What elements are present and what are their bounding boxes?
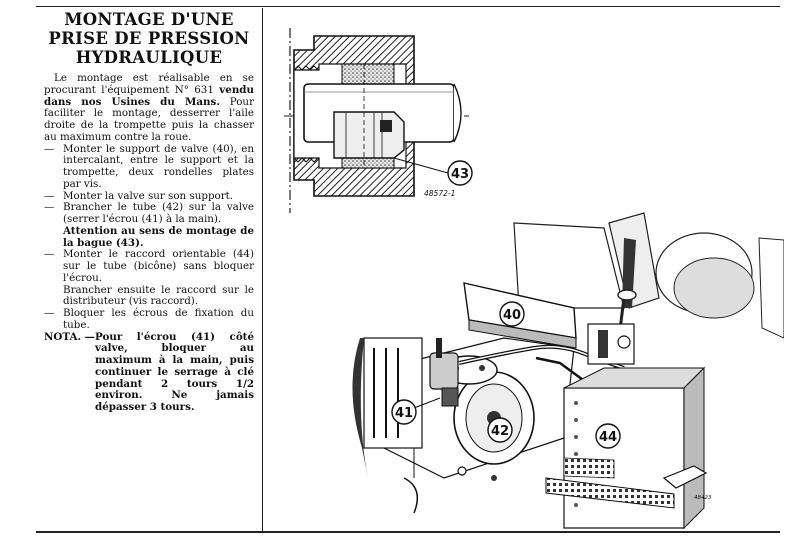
callout-40: 40 <box>503 308 521 323</box>
intro-bold: vendu dans nos Usines du Mans. <box>44 83 254 108</box>
fitting-section-figure: 43 48572-1 <box>284 28 473 213</box>
attention-note: Attention au sens de montage de la bague… <box>63 224 254 249</box>
callout-44: 44 <box>599 430 617 445</box>
step-1: —Monter le support de valve (40), en int… <box>44 142 254 190</box>
callout-42: 42 <box>491 424 509 439</box>
title-line-3: HYDRAULIQUE <box>75 48 223 67</box>
section-title: MONTAGE D'UNE PRISE DE PRESSION HYDRAULI… <box>44 10 254 67</box>
intro-text-end: Pour faciliter le montage, desserrer l'a… <box>44 95 254 143</box>
nota: NOTA. —Pour l'écrou (41) côté valve, blo… <box>44 330 254 414</box>
branch-note: Brancher ensuite le raccord sur le distr… <box>63 283 254 308</box>
callout-43: 43 <box>451 167 469 182</box>
nota-label: NOTA. — <box>44 330 95 343</box>
text-column: MONTAGE D'UNE PRISE DE PRESSION HYDRAULI… <box>44 10 254 414</box>
step-2: —Monter la valve sur son support. <box>44 189 234 202</box>
illustration-column: 43 48572-1 <box>264 8 785 530</box>
technical-illustration: 43 48572-1 <box>284 28 785 530</box>
tractor-assembly-figure: 40 41 42 44 48423 <box>352 212 785 530</box>
intro-paragraph: Le montage est réalisable en se procuran… <box>44 72 254 144</box>
intro-text: Le montage est réalisable en se procuran… <box>44 72 254 96</box>
column-divider <box>262 8 263 531</box>
step-4: —Monter le raccord orientable (44) sur l… <box>44 248 254 284</box>
top-rule <box>36 6 780 7</box>
step-5: —Bloquer les écrous de fixation du tube. <box>44 307 254 331</box>
figure-bottom-ref: 48423 <box>694 495 712 501</box>
callout-41: 41 <box>395 406 413 421</box>
bottom-rule <box>36 531 780 533</box>
instructions: Le montage est réalisable en se procuran… <box>44 72 254 414</box>
nota-text: Pour l'écrou (41) côté valve, bloquer au… <box>95 330 254 413</box>
step-3: —Brancher le tube (42) sur la valve (ser… <box>44 201 254 225</box>
figure-top-ref: 48572-1 <box>424 189 455 198</box>
title-line-2: PRISE DE PRESSION <box>48 29 250 48</box>
title-line-1: MONTAGE D'UNE <box>64 10 234 29</box>
